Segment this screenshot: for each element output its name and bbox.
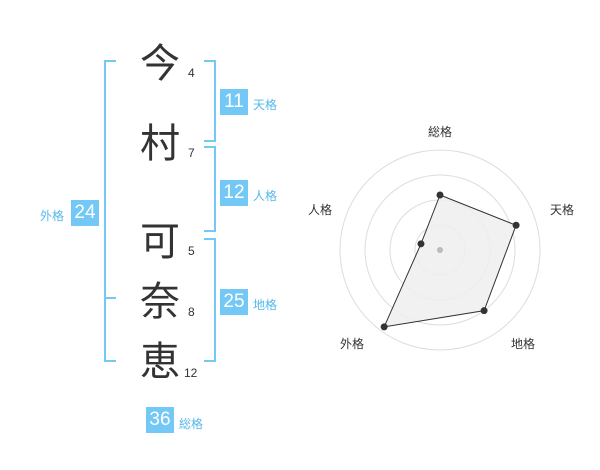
radar-label-jinkaku: 人格: [308, 203, 333, 217]
radar-ring: [364, 174, 516, 326]
radar-label-gaikaku: 外格: [340, 337, 365, 351]
radar-point-4: [380, 323, 388, 331]
name-char-5: 恵: [140, 339, 180, 385]
radar-point-2: [512, 221, 520, 229]
gaikaku-label: 外格: [40, 209, 65, 223]
stroke-count-2: 7: [188, 146, 195, 160]
jinkaku-bracket: [204, 146, 216, 232]
radar-point-1: [436, 191, 444, 199]
chikaku-bracket: [204, 238, 216, 362]
soukaku-label: 総格: [179, 417, 204, 431]
radar-point-5: [417, 240, 425, 248]
radar-point-3: [480, 307, 488, 315]
name-char-1: 今: [140, 41, 180, 87]
chikaku-label: 地格: [253, 298, 278, 312]
name-char-4: 奈: [140, 279, 180, 325]
name-char-2: 村: [140, 121, 180, 167]
stroke-count-3: 5: [188, 244, 195, 258]
stroke-count-4: 8: [188, 305, 195, 319]
chikaku-value: 25: [220, 289, 248, 315]
tenkaku-value: 11: [220, 89, 248, 115]
radar-polygon: [383, 194, 517, 328]
name-char-3: 可: [140, 219, 180, 265]
jinkaku-label: 人格: [253, 189, 278, 203]
tenkaku-bracket: [204, 60, 216, 142]
tenkaku-label: 天格: [253, 98, 278, 112]
radar-center: [437, 247, 443, 253]
radar-label-soukaku: 総格: [428, 125, 453, 139]
radar-ring: [339, 149, 541, 351]
gaikaku-value: 24: [71, 200, 99, 226]
stroke-count-1: 4: [188, 66, 195, 80]
radar-label-chikaku: 地格: [511, 337, 536, 351]
soukaku-value: 36: [146, 407, 174, 433]
gaikaku-bracket-tick: [106, 297, 116, 299]
stroke-count-5: 12: [184, 366, 198, 380]
radar-label-tenkaku: 天格: [550, 203, 575, 217]
gaikaku-bracket: [104, 60, 116, 362]
jinkaku-value: 12: [220, 180, 248, 206]
